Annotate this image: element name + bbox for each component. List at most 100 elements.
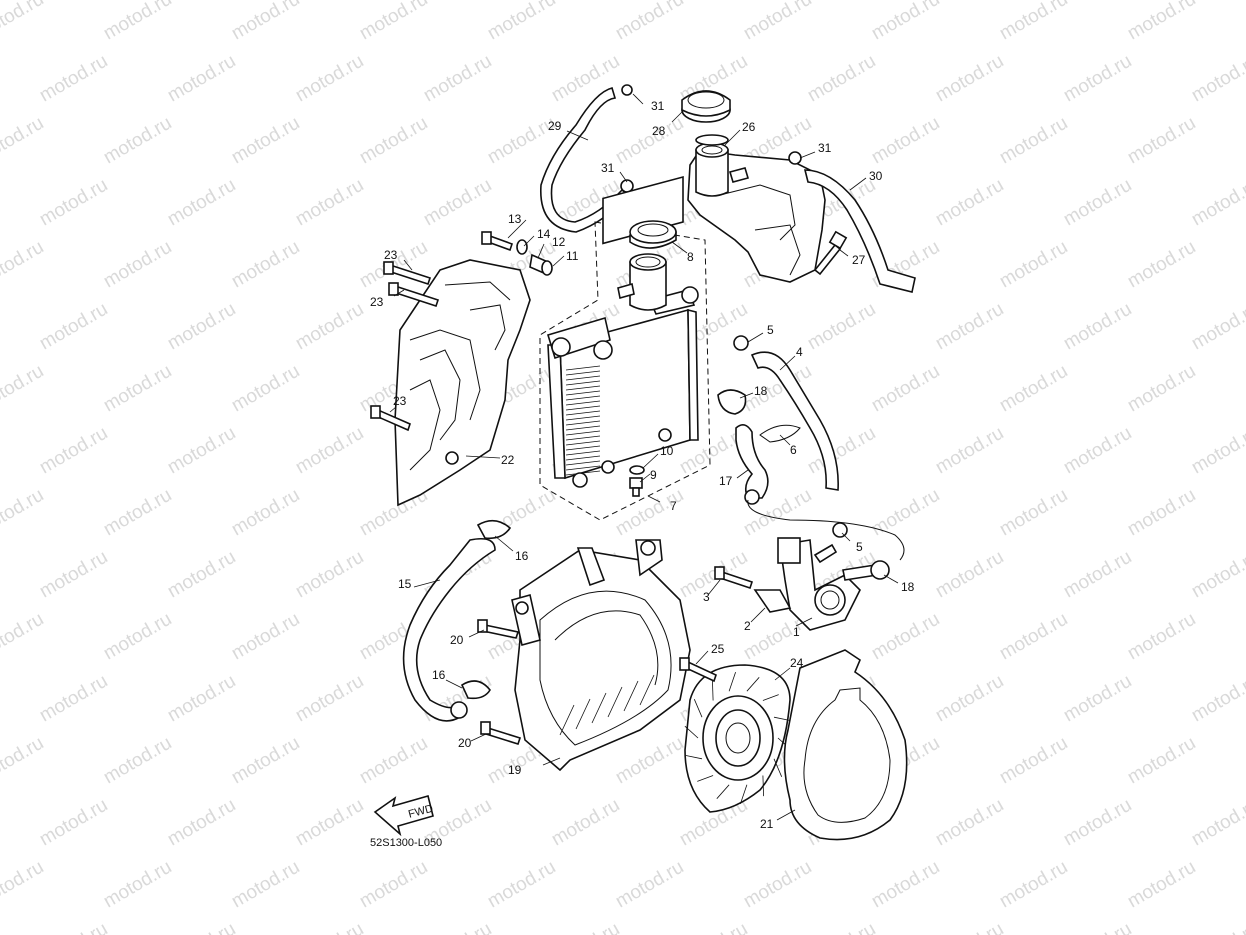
callout-23-mid: 23 [370,295,384,309]
cover-slat [639,674,655,706]
watermark-text: motod.ru [36,175,111,231]
watermark-text: motod.ru [996,0,1071,44]
watermark-text: motod.ru [1060,919,1135,935]
radiator-outlet-hose [735,424,769,499]
watermark-text: motod.ru [1124,0,1199,44]
fan-cover-bolts [477,619,522,745]
hose-clip-5-lower [832,522,848,538]
watermark-text: motod.ru [932,51,1007,107]
watermark-text: motod.ru [164,795,239,851]
watermark-text: motod.ru [292,671,367,727]
watermark-text: motod.ru [996,733,1071,789]
watermark-text: motod.ru [164,671,239,727]
watermark-text: motod.ru [996,361,1071,417]
callout-2: 2 [744,619,751,633]
watermark-text: motod.ru [1124,237,1199,293]
watermark-text: motod.ru [1124,733,1199,789]
fan-blade [693,699,703,718]
watermark-text: motod.ru [1060,547,1135,603]
fan-blade [728,671,736,692]
callout-20-upper: 20 [450,633,464,647]
watermark-text: motod.ru [932,423,1007,479]
radiator-fin [565,395,601,401]
callout-18-lower: 18 [901,580,915,594]
watermark-text: motod.ru [36,795,111,851]
callout-21: 21 [760,817,774,831]
lower-radiator-hose [402,537,496,722]
watermark-text: motod.ru [0,485,47,541]
callout-16-lower: 16 [432,668,446,682]
callout-19: 19 [508,763,522,777]
watermark-text: motod.ru [228,609,303,665]
watermark-text: motod.ru [996,857,1071,913]
watermark-text: motod.ru [1060,299,1135,355]
fan-cover [511,539,691,772]
watermark-text: motod.ru [1188,423,1246,479]
watermark-text: motod.ru [612,857,687,913]
callout-14: 14 [537,227,551,241]
watermark-text: motod.ru [932,547,1007,603]
watermark-text: motod.ru [0,0,47,44]
radiator-fin [565,410,601,416]
watermark-text: motod.ru [36,671,111,727]
shroud-bolts [370,261,440,432]
watermark-text: motod.ru [868,609,943,665]
watermark-text: motod.ru [292,795,367,851]
watermark-text: motod.ru [1124,361,1199,417]
watermark-text: motod.ru [100,485,175,541]
callout-9: 9 [650,468,657,482]
callout-15: 15 [398,577,412,591]
watermark-text: motod.ru [100,609,175,665]
fan-blade [762,694,779,701]
radiator-fin [565,465,601,471]
watermark-text: motod.ru [100,857,175,913]
hose-routing-line [747,499,905,561]
radiator-fin [565,460,601,466]
watermark-text: motod.ru [36,547,111,603]
reservoir-tank [687,142,826,283]
watermark-text: motod.ru [164,423,239,479]
watermark-text: motod.ru [0,361,47,417]
watermark-text: motod.ru [932,299,1007,355]
watermark-text: motod.ru [868,113,943,169]
radiator-fin [565,370,601,376]
radiator-cap [617,220,677,311]
radiator-fin [565,365,601,371]
watermark-text: motod.ru [100,733,175,789]
callout-20-lower: 20 [458,736,472,750]
watermark-text: motod.ru [612,733,687,789]
callout-11: 11 [566,249,579,263]
watermark-text: motod.ru [676,547,751,603]
hose-clips-31 [620,84,802,193]
watermark-text: motod.ru [292,919,367,935]
radiator-fin [565,375,601,381]
watermark-text: motod.ru [868,0,943,44]
watermark-text: motod.ru [1188,919,1246,935]
callout-17: 17 [719,474,733,488]
watermark-text: motod.ru [868,485,943,541]
watermark-text: motod.ru [804,299,879,355]
watermark-text: motod.ru [932,175,1007,231]
watermark-text: motod.ru [356,113,431,169]
watermark-text: motod.ru [740,0,815,44]
radiator-fin [565,440,601,446]
watermark-text: motod.ru [1124,113,1199,169]
thermostat-bracket [753,589,792,613]
radiator-fin [565,420,601,426]
watermark-text: motod.ru [484,857,559,913]
fan-blade [684,725,699,739]
watermark-text: motod.ru [292,175,367,231]
callout-5-lower: 5 [856,540,863,554]
fan-bolt [679,657,717,683]
fan-gasket-inner [803,687,891,823]
watermark-text: motod.ru [228,113,303,169]
callout-23-top: 23 [384,248,398,262]
watermark-text: motod.ru [164,51,239,107]
radiator-inlet-hose [750,351,839,491]
watermark-text: motod.ru [1188,795,1246,851]
callout-5-upper: 5 [767,323,774,337]
cover-slat [607,686,623,718]
radiator-assembly-outline [539,221,711,521]
fan-blade [697,775,714,782]
watermark-text: motod.ru [1060,51,1135,107]
